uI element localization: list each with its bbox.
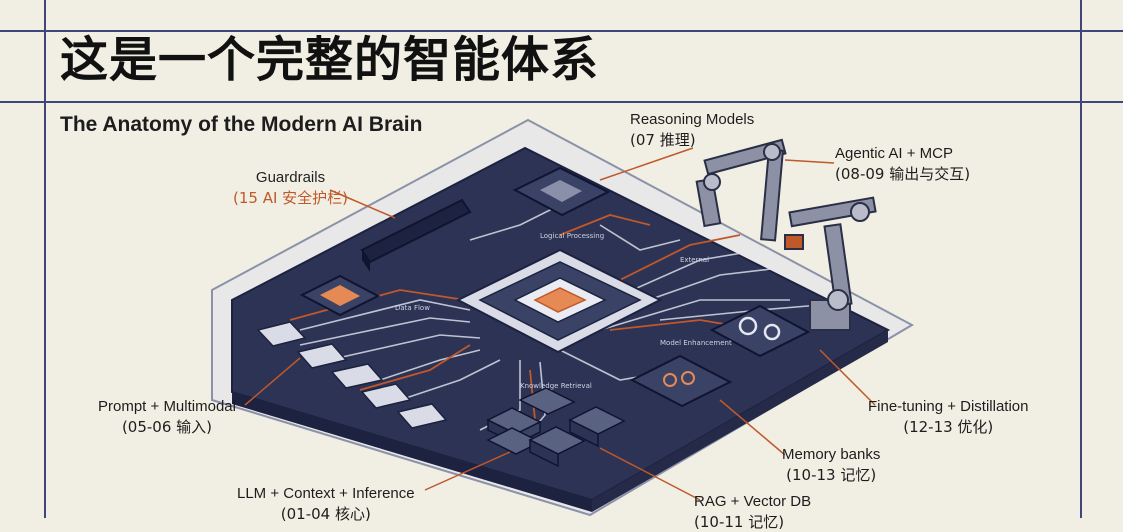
- frame-line-left: [44, 0, 46, 518]
- label-model-enhancement: Model Enhancement: [660, 339, 732, 347]
- ai-brain-board-illustration: Logical Processing Data Flow External Kn…: [211, 118, 915, 517]
- page-title: 这是一个完整的智能体系: [60, 32, 600, 88]
- leader-lines: [244, 147, 876, 501]
- frame-line-right: [1080, 0, 1082, 518]
- callout-prompt-multimodal: Prompt + Multimodal (05-06 输入): [98, 397, 236, 437]
- callout-prompt-en: Prompt + Multimodal: [98, 398, 236, 415]
- callout-llm-zh: (01-04 核心): [280, 505, 371, 523]
- accent-traces: [289, 214, 761, 421]
- robotic-arms: [695, 138, 877, 331]
- page-subtitle: The Anatomy of the Modern AI Brain: [60, 113, 423, 136]
- callout-guardrails-en: Guardrails: [255, 169, 326, 186]
- callout-memory-en: Memory banks: [782, 446, 881, 463]
- board-edge-right: [592, 330, 888, 512]
- callout-memory-zh: (10-13 记忆): [786, 466, 877, 484]
- callout-prompt-zh: (05-06 输入): [121, 418, 213, 436]
- callout-llm-en: LLM + Context + Inference: [237, 485, 415, 502]
- finetune-chip: [709, 304, 811, 358]
- callout-guardrails: Guardrails (15 AI 安全护栏): [233, 168, 348, 208]
- callout-finetune-zh: (12-13 优化): [903, 418, 994, 436]
- callout-rag-vector-db: RAG + Vector DB (10-11 记忆): [694, 492, 811, 532]
- label-data-flow: Data Flow: [395, 304, 430, 312]
- frame-line-header: [0, 101, 1123, 103]
- callout-reasoning-zh: (07 推理): [630, 131, 696, 149]
- input-ports: [256, 321, 448, 429]
- rag-stacks: [486, 387, 626, 468]
- page-frame: [0, 0, 1123, 518]
- label-external: External: [680, 256, 709, 264]
- core-chip-glow: [533, 287, 587, 313]
- callout-memory-banks: Memory banks (10-13 记忆): [782, 445, 880, 485]
- callout-agentic-en: Agentic AI + MCP: [835, 145, 953, 162]
- callout-rag-en: RAG + Vector DB: [694, 493, 812, 510]
- callout-reasoning-en: Reasoning Models: [630, 111, 755, 128]
- callout-agentic-ai: Agentic AI + MCP (08-09 输出与交互): [835, 144, 970, 184]
- callout-reasoning-models: Reasoning Models (07 推理): [630, 110, 754, 150]
- callout-finetune: Fine-tuning + Distillation (12-13 优化): [868, 397, 1029, 437]
- callout-agentic-zh: (08-09 输出与交互): [835, 165, 971, 183]
- memory-chip: [629, 354, 733, 408]
- frame-line-top: [0, 30, 1123, 32]
- callout-llm-core: LLM + Context + Inference (01-04 核心): [237, 484, 415, 524]
- label-knowledge-retrieval: Knowledge Retrieval: [520, 382, 592, 390]
- callout-finetune-en: Fine-tuning + Distillation: [868, 398, 1029, 415]
- callout-rag-zh: (10-11 记忆): [694, 513, 785, 531]
- guardrails-chip: [360, 198, 472, 264]
- callout-guardrails-zh: (15 AI 安全护栏): [233, 189, 349, 207]
- label-logical-processing: Logical Processing: [540, 232, 604, 240]
- board-edge: [232, 392, 592, 512]
